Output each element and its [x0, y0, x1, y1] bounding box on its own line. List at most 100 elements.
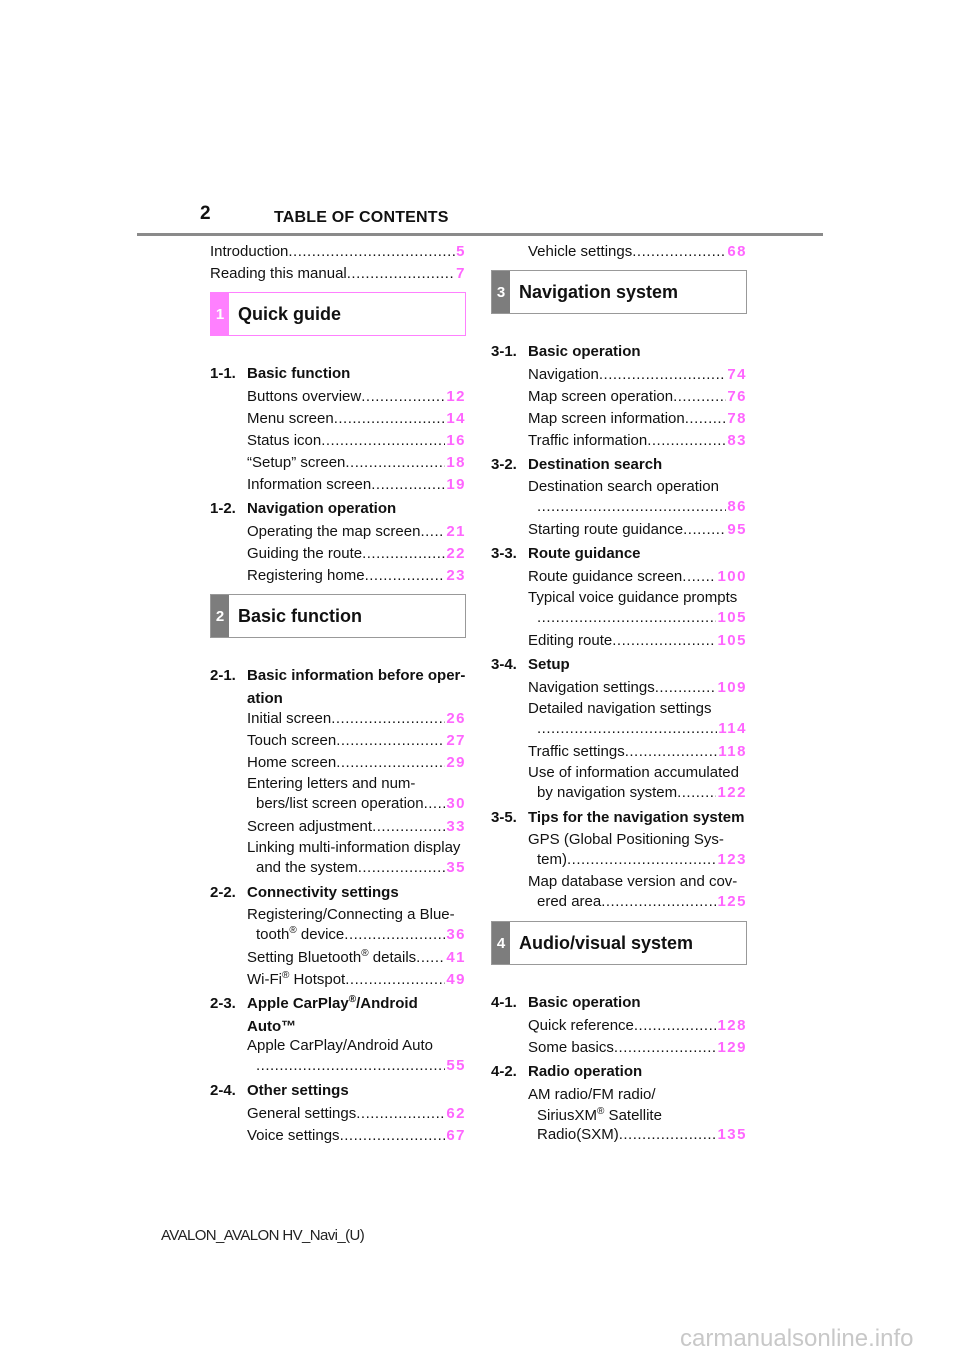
toc-entry[interactable]: Linking multi-information display: [210, 838, 466, 858]
toc-entry[interactable]: Map screen information 78: [491, 408, 747, 430]
toc-entry[interactable]: AM radio/FM radio/: [491, 1084, 747, 1106]
page-link[interactable]: 22: [446, 545, 466, 562]
page-link[interactable]: 19: [446, 476, 466, 493]
toc-entry[interactable]: Buttons overview12: [210, 386, 466, 408]
toc-entry[interactable]: Route guidance screen 100: [491, 566, 747, 588]
toc-entry[interactable]: Some basics 129: [491, 1037, 747, 1059]
toc-entry[interactable]: Reading this manual7: [210, 263, 466, 285]
page-link[interactable]: 105: [717, 632, 747, 649]
page-link[interactable]: 21: [446, 523, 466, 540]
page-link[interactable]: 55: [446, 1057, 466, 1074]
toc-entry[interactable]: Navigation 74: [491, 364, 747, 386]
page-link[interactable]: 135: [717, 1126, 747, 1143]
toc-entry[interactable]: Detailed navigation settings: [491, 699, 747, 719]
page-link[interactable]: 41: [446, 949, 466, 966]
page-link[interactable]: 29: [446, 754, 466, 771]
page-link[interactable]: 125: [717, 893, 747, 910]
page-link[interactable]: 7: [456, 265, 466, 282]
page-link[interactable]: 86: [727, 498, 747, 515]
toc-entry[interactable]: bers/list screen operation30: [210, 794, 466, 816]
page-link[interactable]: 62: [446, 1105, 466, 1122]
toc-entry[interactable]: SiriusXM® Satellite: [491, 1106, 747, 1125]
toc-entry[interactable]: Destination search operation: [491, 477, 747, 497]
page-link[interactable]: 100: [717, 568, 747, 585]
toc-entry[interactable]: tem)123: [491, 850, 747, 872]
toc-entry[interactable]: and the system35: [210, 858, 466, 880]
page-link[interactable]: 18: [446, 454, 466, 471]
page-link[interactable]: 68: [727, 243, 747, 260]
page-link[interactable]: 78: [727, 410, 747, 427]
page-link[interactable]: 128: [717, 1017, 747, 1034]
subsection-heading[interactable]: 1-1.Basic function: [210, 362, 466, 386]
toc-entry[interactable]: Operating the map screen21: [210, 521, 466, 543]
page-link[interactable]: 14: [446, 410, 466, 427]
subsection-heading[interactable]: 3-5.Tips for the navigation system: [491, 806, 747, 830]
page-link[interactable]: 33: [446, 818, 466, 835]
page-link[interactable]: 23: [446, 567, 466, 584]
toc-entry[interactable]: Navigation settings109: [491, 677, 747, 699]
toc-entry[interactable]: Registering home23: [210, 565, 466, 587]
subsection-heading[interactable]: 4-2.Radio operation: [491, 1060, 747, 1084]
page-link[interactable]: 16: [446, 432, 466, 449]
page-link[interactable]: 36: [446, 926, 466, 943]
toc-entry[interactable]: Registering/Connecting a Blue-: [210, 905, 466, 925]
toc-entry[interactable]: Menu screen 14: [210, 408, 466, 430]
toc-entry[interactable]: Use of information accumulated: [491, 763, 747, 783]
page-link[interactable]: 109: [717, 679, 747, 696]
subsection-heading[interactable]: 2-2.Connectivity settings: [210, 881, 466, 905]
toc-entry[interactable]: Guiding the route 22: [210, 543, 466, 565]
page-link[interactable]: 76: [727, 388, 747, 405]
page-link[interactable]: 5: [456, 243, 466, 260]
page-link[interactable]: 26: [446, 710, 466, 727]
toc-entry[interactable]: Information screen 19: [210, 474, 466, 496]
toc-entry[interactable]: Setting Bluetooth® details 41: [210, 947, 466, 969]
toc-entry[interactable]: Map database version and cov-: [491, 872, 747, 892]
page-link[interactable]: 123: [717, 851, 747, 868]
toc-entry[interactable]: Vehicle settings 68: [491, 241, 747, 263]
toc-entry[interactable]: Editing route105: [491, 630, 747, 652]
toc-entry[interactable]: 114: [491, 719, 747, 741]
toc-entry[interactable]: Wi-Fi® Hotspot 49: [210, 969, 466, 991]
subsection-heading[interactable]: 2-3.Apple CarPlay®/Android: [210, 992, 466, 1016]
page-link[interactable]: 27: [446, 732, 466, 749]
toc-entry[interactable]: Radio(SXM) 135: [491, 1125, 747, 1144]
page-link[interactable]: 74: [727, 366, 747, 383]
page-link[interactable]: 12: [446, 388, 466, 405]
subsection-heading[interactable]: 2-4.Other settings: [210, 1079, 466, 1103]
subsection-heading[interactable]: 1-2.Navigation operation: [210, 497, 466, 521]
toc-entry[interactable]: “Setup” screen 18: [210, 452, 466, 474]
subsection-heading[interactable]: 2-1.Basic information before oper-: [210, 664, 466, 688]
toc-entry[interactable]: 105: [491, 608, 747, 630]
page-link[interactable]: 114: [718, 720, 747, 737]
page-link[interactable]: 118: [718, 743, 747, 760]
toc-entry[interactable]: Home screen29: [210, 752, 466, 774]
toc-entry[interactable]: Quick reference128: [491, 1015, 747, 1037]
toc-entry[interactable]: 86: [491, 497, 747, 519]
subsection-heading[interactable]: 3-4.Setup: [491, 653, 747, 677]
toc-entry[interactable]: Traffic settings118: [491, 741, 747, 763]
toc-entry[interactable]: Typical voice guidance prompts: [491, 588, 747, 608]
subsection-heading[interactable]: 3-1.Basic operation: [491, 340, 747, 364]
toc-entry[interactable]: Status icon 16: [210, 430, 466, 452]
page-link[interactable]: 122: [717, 784, 747, 801]
subsection-heading[interactable]: 3-2.Destination search: [491, 453, 747, 477]
page-link[interactable]: 129: [717, 1039, 747, 1056]
toc-entry[interactable]: 55: [210, 1056, 466, 1078]
page-link[interactable]: 95: [727, 521, 747, 538]
page-link[interactable]: 30: [446, 795, 466, 812]
page-link[interactable]: 105: [717, 609, 747, 626]
toc-entry[interactable]: Entering letters and num-: [210, 774, 466, 794]
toc-entry[interactable]: Touch screen27: [210, 730, 466, 752]
toc-entry[interactable]: Introduction5: [210, 241, 466, 263]
toc-entry[interactable]: Initial screen26: [210, 708, 466, 730]
toc-entry[interactable]: Starting route guidance95: [491, 519, 747, 541]
toc-entry[interactable]: Screen adjustment 33: [210, 816, 466, 838]
subsection-heading[interactable]: 4-1.Basic operation: [491, 991, 747, 1015]
toc-entry[interactable]: Apple CarPlay/Android Auto: [210, 1036, 466, 1056]
page-link[interactable]: 35: [446, 859, 466, 876]
toc-entry[interactable]: GPS (Global Positioning Sys-: [491, 830, 747, 850]
